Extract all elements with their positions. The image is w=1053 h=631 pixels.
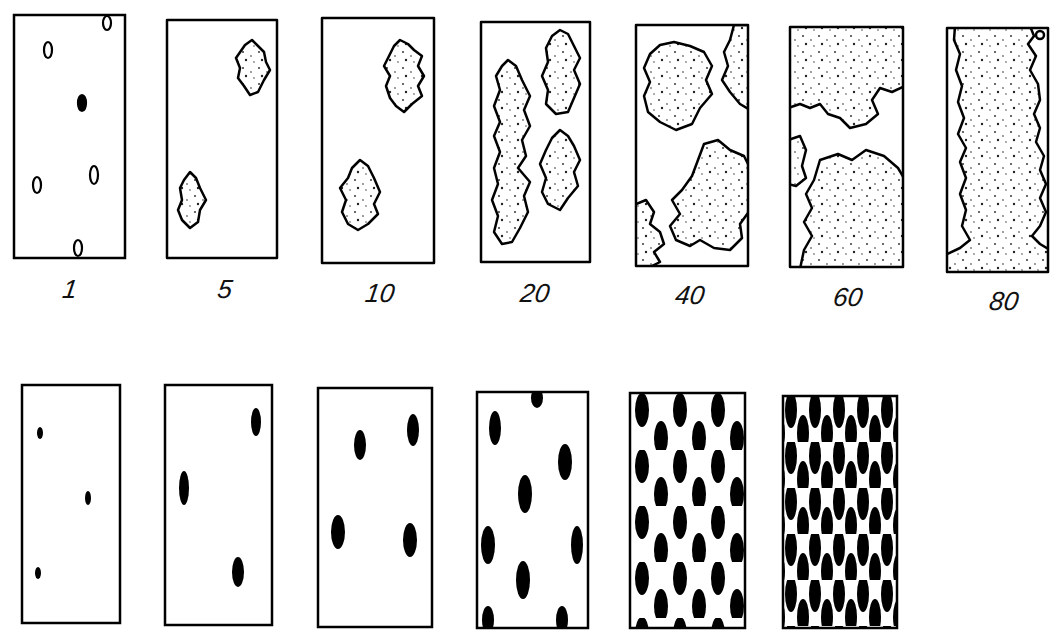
panel-frame bbox=[790, 27, 903, 267]
grain bbox=[722, 25, 748, 110]
nucleus bbox=[489, 411, 501, 445]
panel-frame bbox=[318, 388, 432, 627]
nucleus bbox=[354, 430, 366, 460]
grain bbox=[947, 28, 1048, 272]
grain bbox=[542, 30, 580, 114]
nucleus bbox=[85, 491, 91, 505]
nucleus bbox=[556, 606, 568, 628]
nucleus-group bbox=[33, 16, 111, 256]
nucleus bbox=[516, 561, 530, 599]
nucleus bbox=[558, 444, 572, 480]
stage-panel bbox=[322, 18, 434, 263]
panel-frame bbox=[477, 392, 588, 628]
panel-frame bbox=[481, 22, 590, 262]
nucleus bbox=[44, 42, 52, 58]
stage-number: 10 bbox=[364, 280, 397, 306]
grain bbox=[178, 172, 206, 228]
stage-panel bbox=[634, 25, 750, 268]
grain bbox=[540, 130, 580, 210]
nucleus bbox=[1036, 31, 1044, 39]
grain bbox=[236, 40, 270, 95]
panel-frame bbox=[636, 25, 748, 266]
panel-frame bbox=[22, 385, 120, 623]
nucleus bbox=[531, 392, 543, 408]
panel-frame bbox=[630, 393, 745, 628]
panel-frame bbox=[167, 20, 277, 258]
stage-number: 60 bbox=[832, 284, 865, 310]
nucleus-field bbox=[630, 393, 745, 628]
nucleus bbox=[482, 606, 494, 628]
grain bbox=[492, 60, 530, 244]
grain bbox=[790, 136, 806, 186]
stage-number: 1 bbox=[61, 276, 79, 302]
stage-panel bbox=[630, 393, 745, 628]
grain bbox=[384, 40, 424, 112]
panel-frame bbox=[947, 28, 1048, 272]
stage-panel bbox=[22, 385, 120, 623]
grain bbox=[670, 140, 748, 250]
nucleus bbox=[179, 471, 189, 505]
grain bbox=[790, 27, 903, 128]
stage-panel bbox=[477, 388, 588, 631]
nucleus-field bbox=[783, 396, 897, 628]
stage-panel bbox=[788, 25, 905, 269]
panel-frame bbox=[322, 18, 434, 263]
panel-frame bbox=[783, 396, 897, 628]
nucleus bbox=[74, 240, 82, 256]
nucleus bbox=[37, 427, 43, 439]
stage-number: 80 bbox=[988, 288, 1021, 314]
grain bbox=[800, 150, 903, 267]
nucleus bbox=[251, 408, 261, 436]
stage-panel bbox=[945, 26, 1050, 274]
stage-panel bbox=[318, 388, 432, 627]
nucleus bbox=[232, 557, 244, 587]
nucleus bbox=[407, 414, 419, 446]
stage-panel bbox=[165, 385, 272, 625]
grain bbox=[636, 200, 664, 266]
stage-number: 20 bbox=[519, 280, 552, 306]
nucleus bbox=[35, 567, 41, 579]
nucleus bbox=[481, 526, 495, 564]
nucleus bbox=[90, 166, 98, 184]
panel-frame bbox=[165, 385, 272, 625]
stage-panel bbox=[14, 15, 125, 258]
grain bbox=[340, 160, 380, 230]
stage-number: 5 bbox=[216, 276, 234, 302]
nucleus bbox=[33, 177, 41, 193]
nucleus bbox=[78, 95, 86, 111]
grain bbox=[644, 42, 712, 130]
stage-panel bbox=[167, 20, 277, 258]
stage-panel bbox=[481, 22, 590, 262]
nucleus bbox=[403, 523, 417, 557]
stage-number: 40 bbox=[674, 282, 707, 308]
stage-panel bbox=[783, 396, 897, 628]
nucleus bbox=[518, 475, 532, 513]
nucleus bbox=[103, 16, 111, 30]
nucleus bbox=[571, 526, 583, 564]
nucleus bbox=[331, 515, 345, 549]
panel-frame bbox=[14, 15, 125, 258]
